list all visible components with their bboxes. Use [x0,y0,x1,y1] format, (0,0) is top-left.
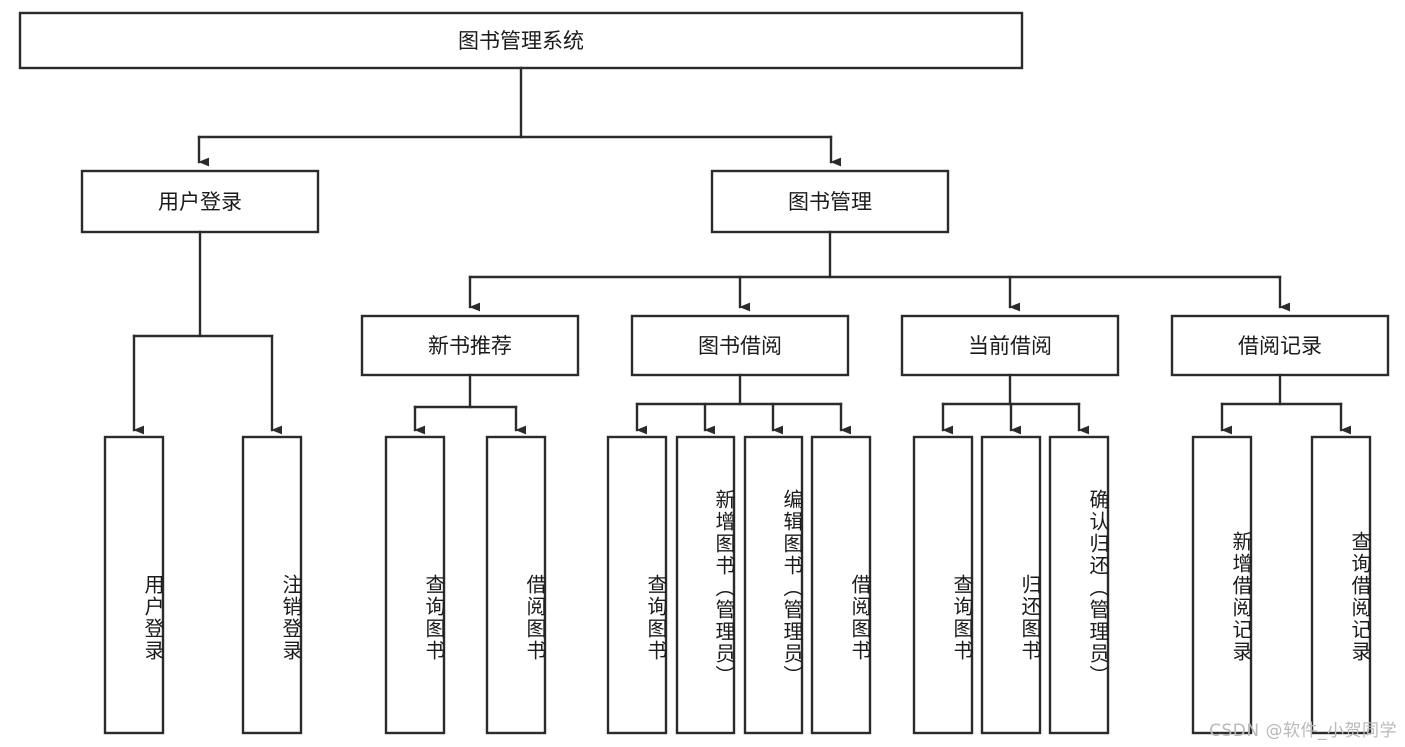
leaf-box-add-book[interactable] [675,435,736,735]
node-user-login-label: 用户登录 [158,190,242,214]
leaf-box-logout[interactable] [241,435,303,735]
leaf-box-borrow-book-1[interactable] [485,435,547,735]
node-current-borrow-box[interactable] [900,314,1120,377]
leaf-box-user-login[interactable] [103,435,165,735]
node-current-borrow-label: 当前借阅 [968,334,1052,358]
node-new-book-recommend-label: 新书推荐 [428,334,512,358]
node-root-label: 图书管理系统 [458,29,584,53]
node-root-box[interactable] [18,11,1024,70]
leaf-box-confirm-return[interactable] [1048,435,1110,735]
leaf-box-query-book-2[interactable] [606,435,668,735]
node-borrow-record-box[interactable] [1170,314,1390,377]
leaf-box-edit-book[interactable] [743,435,804,735]
leaf-box-query-record[interactable] [1310,435,1372,735]
node-borrow-record-label: 借阅记录 [1238,334,1322,358]
leaf-box-return-book[interactable] [980,435,1042,735]
node-book-borrow-label: 图书借阅 [698,334,782,358]
node-book-management-box[interactable] [710,169,950,234]
node-book-borrow-box[interactable] [630,314,850,377]
leaf-box-query-book-3[interactable] [912,435,974,735]
node-new-book-recommend-box[interactable] [360,314,580,377]
leaf-box-query-book-1[interactable] [384,435,446,735]
watermark-label: CSDN @软件_小贺同学 [1209,721,1397,741]
leaf-box-borrow-book-2[interactable] [810,435,872,735]
node-book-management-label: 图书管理 [788,190,872,214]
leaf-box-add-record[interactable] [1191,435,1253,735]
